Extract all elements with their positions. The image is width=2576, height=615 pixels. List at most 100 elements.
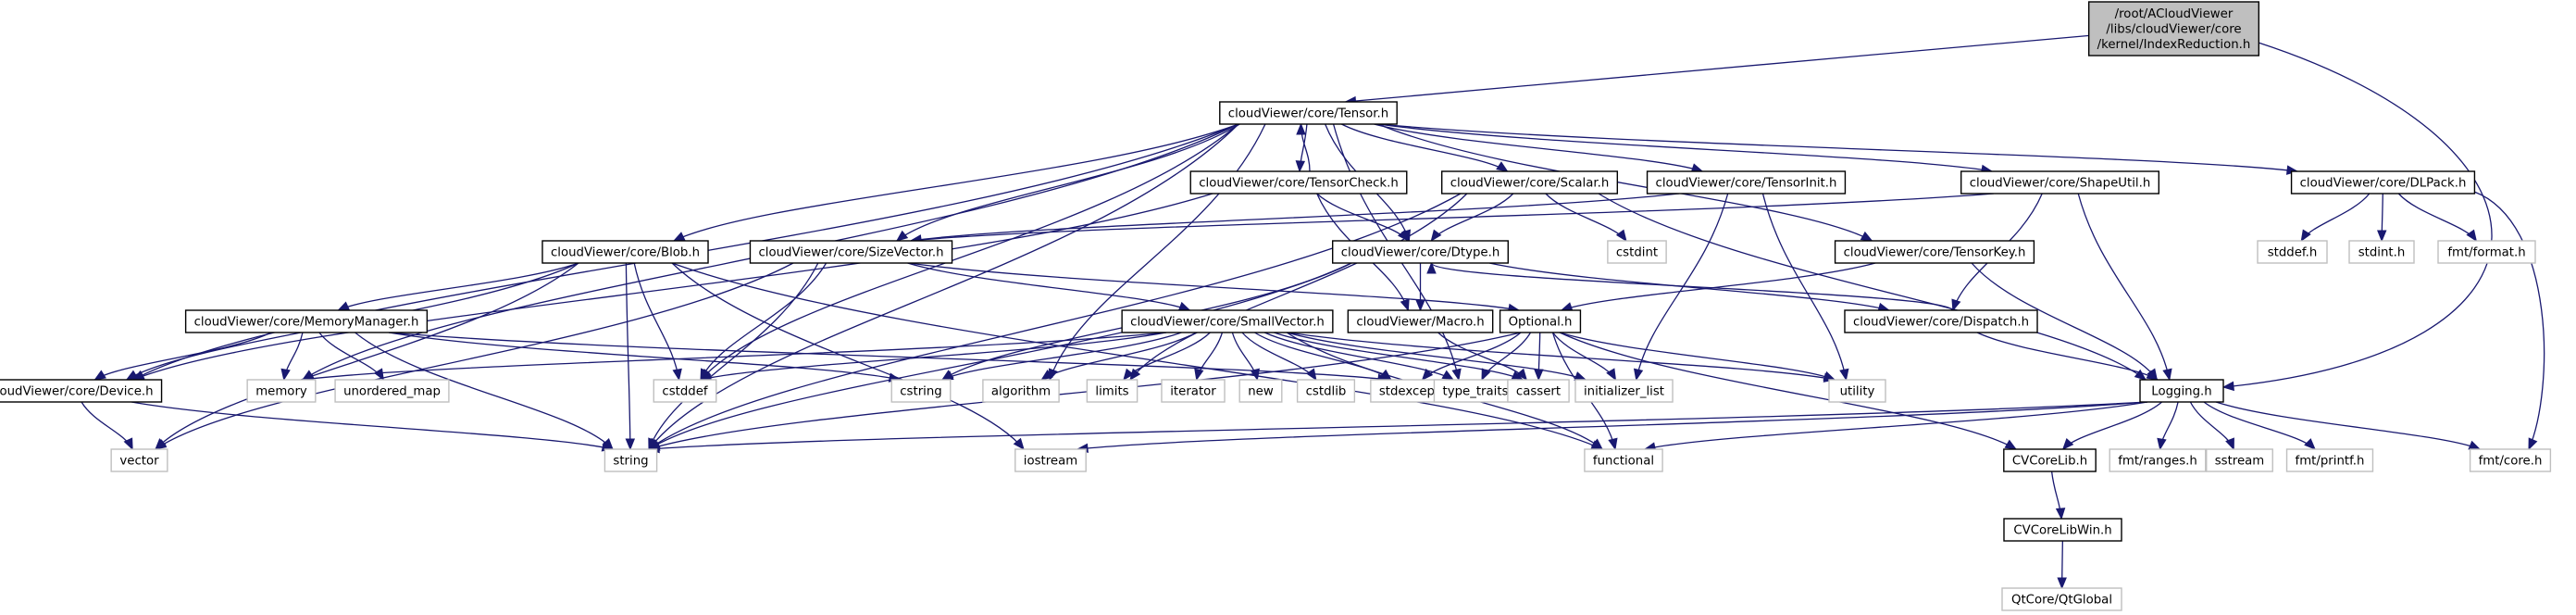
edge-tensor-to-blob bbox=[673, 123, 1239, 242]
edge-logging-to-fmtprintf bbox=[2203, 401, 2316, 450]
arrowhead-icon bbox=[1194, 368, 1204, 382]
arrowhead-icon bbox=[1040, 370, 1053, 381]
node-macro[interactable]: cloudViewer/Macro.h bbox=[1347, 309, 1494, 333]
node-label: /libs/cloudViewer/core bbox=[2106, 23, 2241, 37]
arrowhead-icon bbox=[1860, 231, 1873, 242]
node-box bbox=[982, 379, 1060, 403]
node-label: cloudViewer/core/TensorKey.h bbox=[1844, 246, 2026, 260]
arrowhead-icon bbox=[1295, 160, 1306, 173]
node-utility: utility bbox=[1828, 379, 1886, 403]
edge-device-to-string bbox=[131, 401, 614, 450]
arrowhead-icon bbox=[1400, 298, 1410, 312]
arrowhead-icon bbox=[2157, 437, 2167, 451]
node-unordered-map: unordered_map bbox=[334, 379, 450, 403]
node-blob[interactable]: cloudViewer/core/Blob.h bbox=[541, 240, 709, 264]
edge-root-to-tensor bbox=[1345, 33, 2105, 103]
edge-dtype-to-string bbox=[648, 262, 1352, 450]
node-label: type_traits bbox=[1442, 385, 1508, 399]
node-shapeutil[interactable]: cloudViewer/core/ShapeUtil.h bbox=[1960, 170, 2160, 195]
edge-tensor-to-shapeutil bbox=[1377, 123, 1993, 172]
node-box bbox=[1844, 309, 2038, 333]
node-label: Optional.h bbox=[1509, 316, 1573, 330]
arrowhead-icon bbox=[2162, 368, 2172, 382]
node-root[interactable]: /root/ACloudViewer/libs/cloudViewer/core… bbox=[2087, 1, 2260, 56]
node-memorymanager[interactable]: cloudViewer/core/MemoryManager.h bbox=[184, 309, 429, 333]
node-box bbox=[2257, 240, 2328, 264]
edge-tensorinit-to-initializer-list bbox=[1636, 193, 1729, 381]
node-tensorkey[interactable]: cloudViewer/core/TensorKey.h bbox=[1834, 240, 2035, 264]
edge-tensorkey-to-logging bbox=[1971, 262, 2158, 381]
arrowhead-icon bbox=[1951, 298, 1961, 312]
node-algorithm: algorithm bbox=[982, 379, 1060, 403]
node-fmtprintf: fmt/printf.h bbox=[2285, 448, 2374, 472]
node-box bbox=[1646, 170, 1847, 195]
node-box bbox=[1834, 240, 2035, 264]
node-cvcorelib[interactable]: CVCoreLib.h bbox=[2003, 448, 2097, 472]
edge-tensor-to-sizevector bbox=[896, 123, 1240, 242]
edge-smallvector-to-cassert bbox=[1274, 332, 1524, 381]
edge-tensorinit-to-sizevector bbox=[910, 193, 1680, 242]
node-box bbox=[2003, 448, 2097, 472]
node-tensor[interactable]: cloudViewer/core/Tensor.h bbox=[1219, 101, 1398, 125]
arrowhead-icon bbox=[2225, 437, 2234, 451]
arrowhead-icon bbox=[895, 230, 909, 242]
node-scalar[interactable]: cloudViewer/core/Scalar.h bbox=[1440, 170, 1619, 195]
node-dispatch[interactable]: cloudViewer/core/Dispatch.h bbox=[1844, 309, 2038, 333]
node-box bbox=[1238, 379, 1283, 403]
arrowhead-icon bbox=[2300, 229, 2311, 243]
node-functional: functional bbox=[1584, 448, 1663, 472]
node-label: unordered_map bbox=[343, 385, 441, 399]
node-cstddef: cstddef bbox=[653, 379, 717, 403]
arrowhead-icon bbox=[1606, 368, 1617, 382]
node-device[interactable]: cloudViewer/core/Device.h bbox=[0, 379, 163, 403]
node-cvcorelibwin[interactable]: CVCoreLibWin.h bbox=[2003, 518, 2122, 542]
edge-optional-to-cvcorelib bbox=[1559, 332, 2017, 450]
node-cstring: cstring bbox=[890, 379, 952, 403]
arrowhead-icon bbox=[2468, 440, 2482, 450]
edge-sizevector-to-vector bbox=[155, 262, 794, 450]
node-tensorcheck[interactable]: cloudViewer/core/TensorCheck.h bbox=[1189, 170, 1408, 195]
edge-smallvector-to-cstring bbox=[941, 332, 1182, 381]
node-label: cloudViewer/core/Blob.h bbox=[551, 246, 700, 260]
arrowhead-icon bbox=[1123, 368, 1135, 382]
edge-sizevector-to-cstddef bbox=[700, 262, 828, 381]
edge-sizevector-to-optional bbox=[908, 262, 1520, 311]
node-box bbox=[0, 379, 163, 403]
edge-tensor-to-string bbox=[648, 123, 1239, 450]
arrowhead-icon bbox=[2146, 370, 2159, 381]
node-box bbox=[1433, 379, 1518, 403]
node-tensorinit[interactable]: cloudViewer/core/TensorInit.h bbox=[1646, 170, 1847, 195]
node-label: cloudViewer/core/Tensor.h bbox=[1228, 107, 1388, 121]
arrowhead-icon bbox=[1590, 438, 1603, 450]
node-label: Logging.h bbox=[2151, 385, 2211, 399]
arrowhead-icon bbox=[672, 232, 686, 242]
node-dlpack[interactable]: cloudViewer/core/DLPack.h bbox=[2290, 170, 2476, 195]
arrowhead-icon bbox=[672, 368, 682, 382]
node-dtype[interactable]: cloudViewer/core/Dtype.h bbox=[1332, 240, 1509, 264]
node-box bbox=[1161, 379, 1226, 403]
arrowhead-icon bbox=[1615, 229, 1627, 243]
edge-smallvector-to-stdexcept bbox=[1254, 332, 1392, 381]
edge-memorymanager-to-string bbox=[355, 332, 614, 450]
node-optional[interactable]: Optional.h bbox=[1499, 309, 1582, 333]
edge-dtype-to-dispatch bbox=[1488, 262, 1889, 311]
node-box bbox=[890, 379, 952, 403]
node-sizevector[interactable]: cloudViewer/core/SizeVector.h bbox=[749, 240, 953, 264]
edge-root-to-logging bbox=[2222, 37, 2493, 388]
node-box bbox=[246, 379, 317, 403]
arrowhead-icon bbox=[2221, 381, 2234, 392]
edge-logging-to-iostream bbox=[1076, 401, 2148, 450]
node-label: cstddef bbox=[662, 385, 708, 399]
node-logging[interactable]: Logging.h bbox=[2139, 379, 2224, 403]
node-label: string bbox=[613, 455, 648, 469]
arrowhead-icon bbox=[625, 438, 636, 451]
node-label: memory bbox=[255, 385, 307, 399]
node-smallvector[interactable]: cloudViewer/core/SmallVector.h bbox=[1121, 309, 1334, 333]
node-box bbox=[749, 240, 953, 264]
arrowhead-icon bbox=[1306, 368, 1317, 382]
node-label: cloudViewer/Macro.h bbox=[1356, 316, 1484, 330]
arrowhead-icon bbox=[2061, 437, 2074, 450]
edge-memorymanager-to-cstring bbox=[388, 332, 901, 381]
node-memory: memory bbox=[246, 379, 317, 403]
arrowhead-icon bbox=[1426, 261, 1437, 274]
